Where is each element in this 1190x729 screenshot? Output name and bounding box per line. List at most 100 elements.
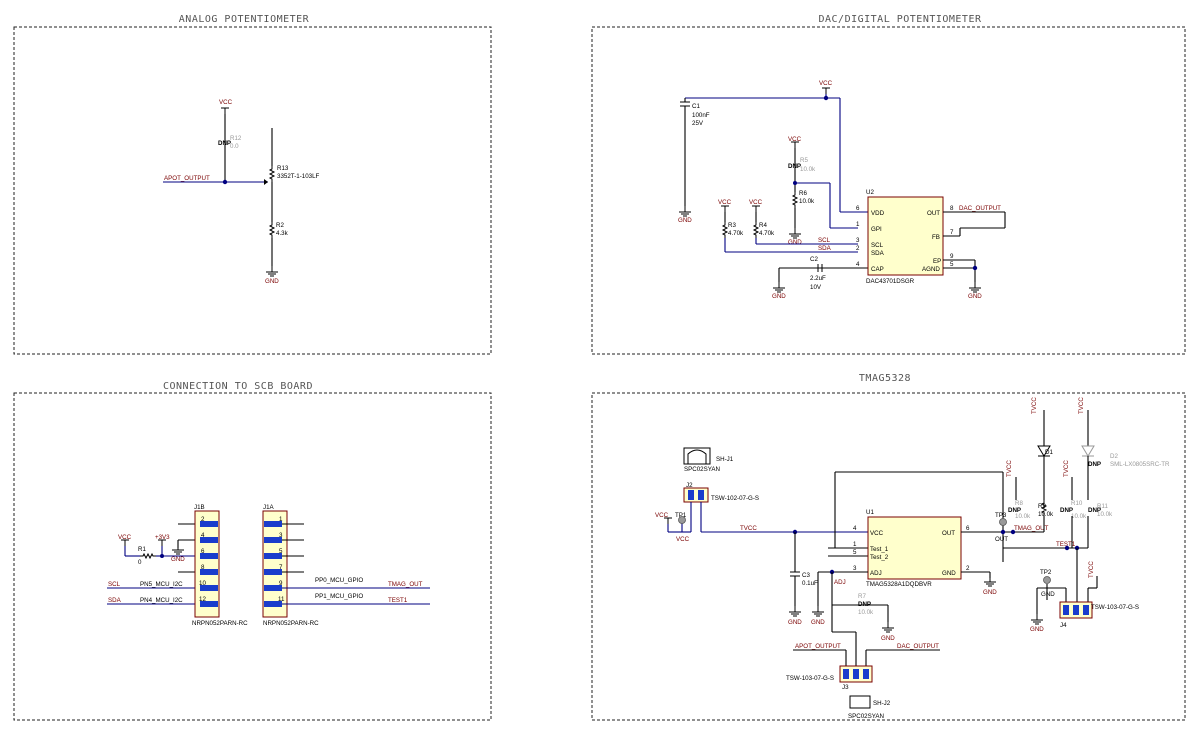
j1b-pin: [200, 521, 218, 527]
r3-value: 4.70k: [728, 230, 744, 237]
r6-label: R6: [799, 190, 807, 197]
j1a-pin: [264, 585, 282, 591]
tp2-testpoint-icon: [1043, 576, 1051, 584]
u2-pinnum-9: 9: [950, 253, 954, 260]
j1b-pin: [200, 569, 218, 575]
tp3-out-label: OUT: [995, 536, 1008, 543]
j1a-pinnum: 1: [279, 516, 283, 523]
scb-test1-label: TEST1: [388, 597, 408, 604]
u1-pinnum-1: 1: [853, 541, 857, 548]
r11-value: 10.0k: [1097, 511, 1113, 518]
d2-part: SML-LX0805SRC-TR: [1110, 461, 1170, 468]
j1a-pinnum: 7: [279, 564, 283, 571]
gnd-icon: [788, 227, 802, 239]
r7-dnp-label: DNP: [858, 601, 871, 608]
d2-label: D2: [1110, 453, 1118, 460]
tp3-label: TP3: [995, 512, 1007, 519]
j3-part: TSW-103-07-G-S: [786, 675, 834, 682]
u2-pinnum-8: 8: [950, 205, 954, 212]
adj-net-label: ADJ: [834, 579, 846, 586]
dac-gnd-label-2: GND: [788, 239, 802, 246]
c1-rating: 25V: [692, 120, 704, 127]
r4-value: 4.70k: [759, 230, 775, 237]
pn4-label: PN4_MCU_I2C: [140, 597, 183, 604]
j1a-label: J1A: [263, 504, 275, 511]
gnd-icon: [811, 605, 825, 617]
sh-j1-shunt-icon: [683, 447, 711, 465]
tvcc-label-2: TVCC: [1006, 460, 1013, 477]
u1-pinnum-6: 6: [966, 525, 970, 532]
j1b-pin: [200, 553, 218, 559]
dac-gnd-label-1: GND: [678, 217, 692, 224]
j1b-part: NRPN052PARN-RC: [192, 620, 248, 627]
tmag-test1-label: TEST1: [1056, 541, 1076, 548]
dac-title: DAC/DIGITAL POTENTIOMETER: [818, 14, 981, 25]
sh-j1-part: SPC02SYAN: [684, 466, 720, 473]
j1a-pin: [264, 569, 282, 575]
tvcc-label-1: TVCC: [1031, 397, 1038, 414]
dac-sda-label: SDA: [818, 245, 832, 252]
j1b-pinnum: 12: [199, 596, 206, 603]
pn5-label: PN5_MCU_I2C: [140, 581, 183, 588]
u2-part: DAC43701DSGR: [866, 278, 915, 285]
u2-pinnum-7: 7: [950, 229, 954, 236]
d1-label: D1: [1045, 449, 1053, 456]
c3-value: 0.1uF: [802, 580, 818, 587]
r7-value: 10.0k: [858, 609, 874, 616]
j1a-pinnum: 5: [279, 548, 283, 555]
c3-label: C3: [802, 572, 810, 579]
r11-dnp-label: DNP: [1088, 507, 1101, 514]
r11-label: R11: [1097, 503, 1108, 510]
tmag-gnd-label-5: GND: [1030, 626, 1044, 633]
r9-label: R9: [1038, 503, 1046, 510]
tmag-frame: [591, 392, 1186, 721]
c2-rating: 10V: [810, 284, 822, 291]
scb-gnd-label: GND: [171, 556, 185, 563]
c1-value: 100nF: [692, 112, 710, 119]
u2-pin-ep: EP: [933, 258, 941, 265]
sh-j2-part: SPC02SYAN: [848, 713, 884, 720]
scb-frame: [13, 392, 492, 721]
u2-pinnum-5: 5: [950, 261, 954, 268]
r6-value: 10.0k: [799, 198, 815, 205]
gnd-icon: [772, 281, 786, 293]
tmag-vcc-label-2: VCC: [676, 536, 690, 543]
dac-vcc-label-3: VCC: [718, 199, 732, 206]
r3-resistor-icon: [722, 221, 728, 239]
dac-vcc-label: VCC: [819, 80, 833, 87]
j1b-pinnum: 10: [199, 580, 206, 587]
j1a-part: NRPN052PARN-RC: [263, 620, 319, 627]
vcc-power-icon: [220, 107, 230, 115]
dac-vcc-label-2: VCC: [788, 136, 802, 143]
u1-ic-body: [867, 516, 962, 580]
u2-pin-fb: FB: [932, 234, 940, 241]
r10-value: 10.0k: [1071, 513, 1087, 520]
d2-dnp-label: DNP: [1088, 461, 1101, 468]
j1b-pinnum: 2: [201, 516, 205, 523]
dac-scl-label: SCL: [818, 237, 831, 244]
tvcc-label-4: TVCC: [1063, 460, 1070, 477]
r2-resistor-icon: [269, 221, 275, 239]
tmag-gnd-label-4: GND: [881, 635, 895, 642]
analog-dnp-label: DNP: [218, 140, 231, 147]
u2-label: U2: [866, 189, 874, 196]
sh-j2-shunt-icon: [849, 695, 871, 709]
r5-value: 10.0k: [800, 166, 816, 173]
dac-frame: [591, 26, 1186, 355]
r8-value: 10.0k: [1015, 513, 1031, 520]
gnd-icon: [968, 281, 982, 293]
u1-pinnum-5: 5: [853, 549, 857, 556]
j1a-pinnum: 3: [279, 532, 283, 539]
r6-resistor-icon: [792, 191, 798, 209]
u1-pin-adj: ADJ: [870, 570, 882, 577]
j3-dac-output-label: DAC_OUTPUT: [897, 643, 939, 650]
r1-resistor-icon: [140, 552, 156, 560]
tvcc-label-5: TVCC: [1088, 561, 1095, 578]
tmag-section: TMAG5328 SH-J1 SPC02SYAN J2 TSW-102-07-G…: [591, 373, 1186, 721]
u2-pinnum-6: 6: [856, 205, 860, 212]
tvcc-label-3: TVCC: [1078, 397, 1085, 414]
u1-pin-test1: Test_1: [870, 546, 889, 553]
j1b-pinnum: 6: [201, 548, 205, 555]
r1-value: 0: [138, 559, 142, 566]
r2-value: 4.3k: [276, 230, 289, 237]
